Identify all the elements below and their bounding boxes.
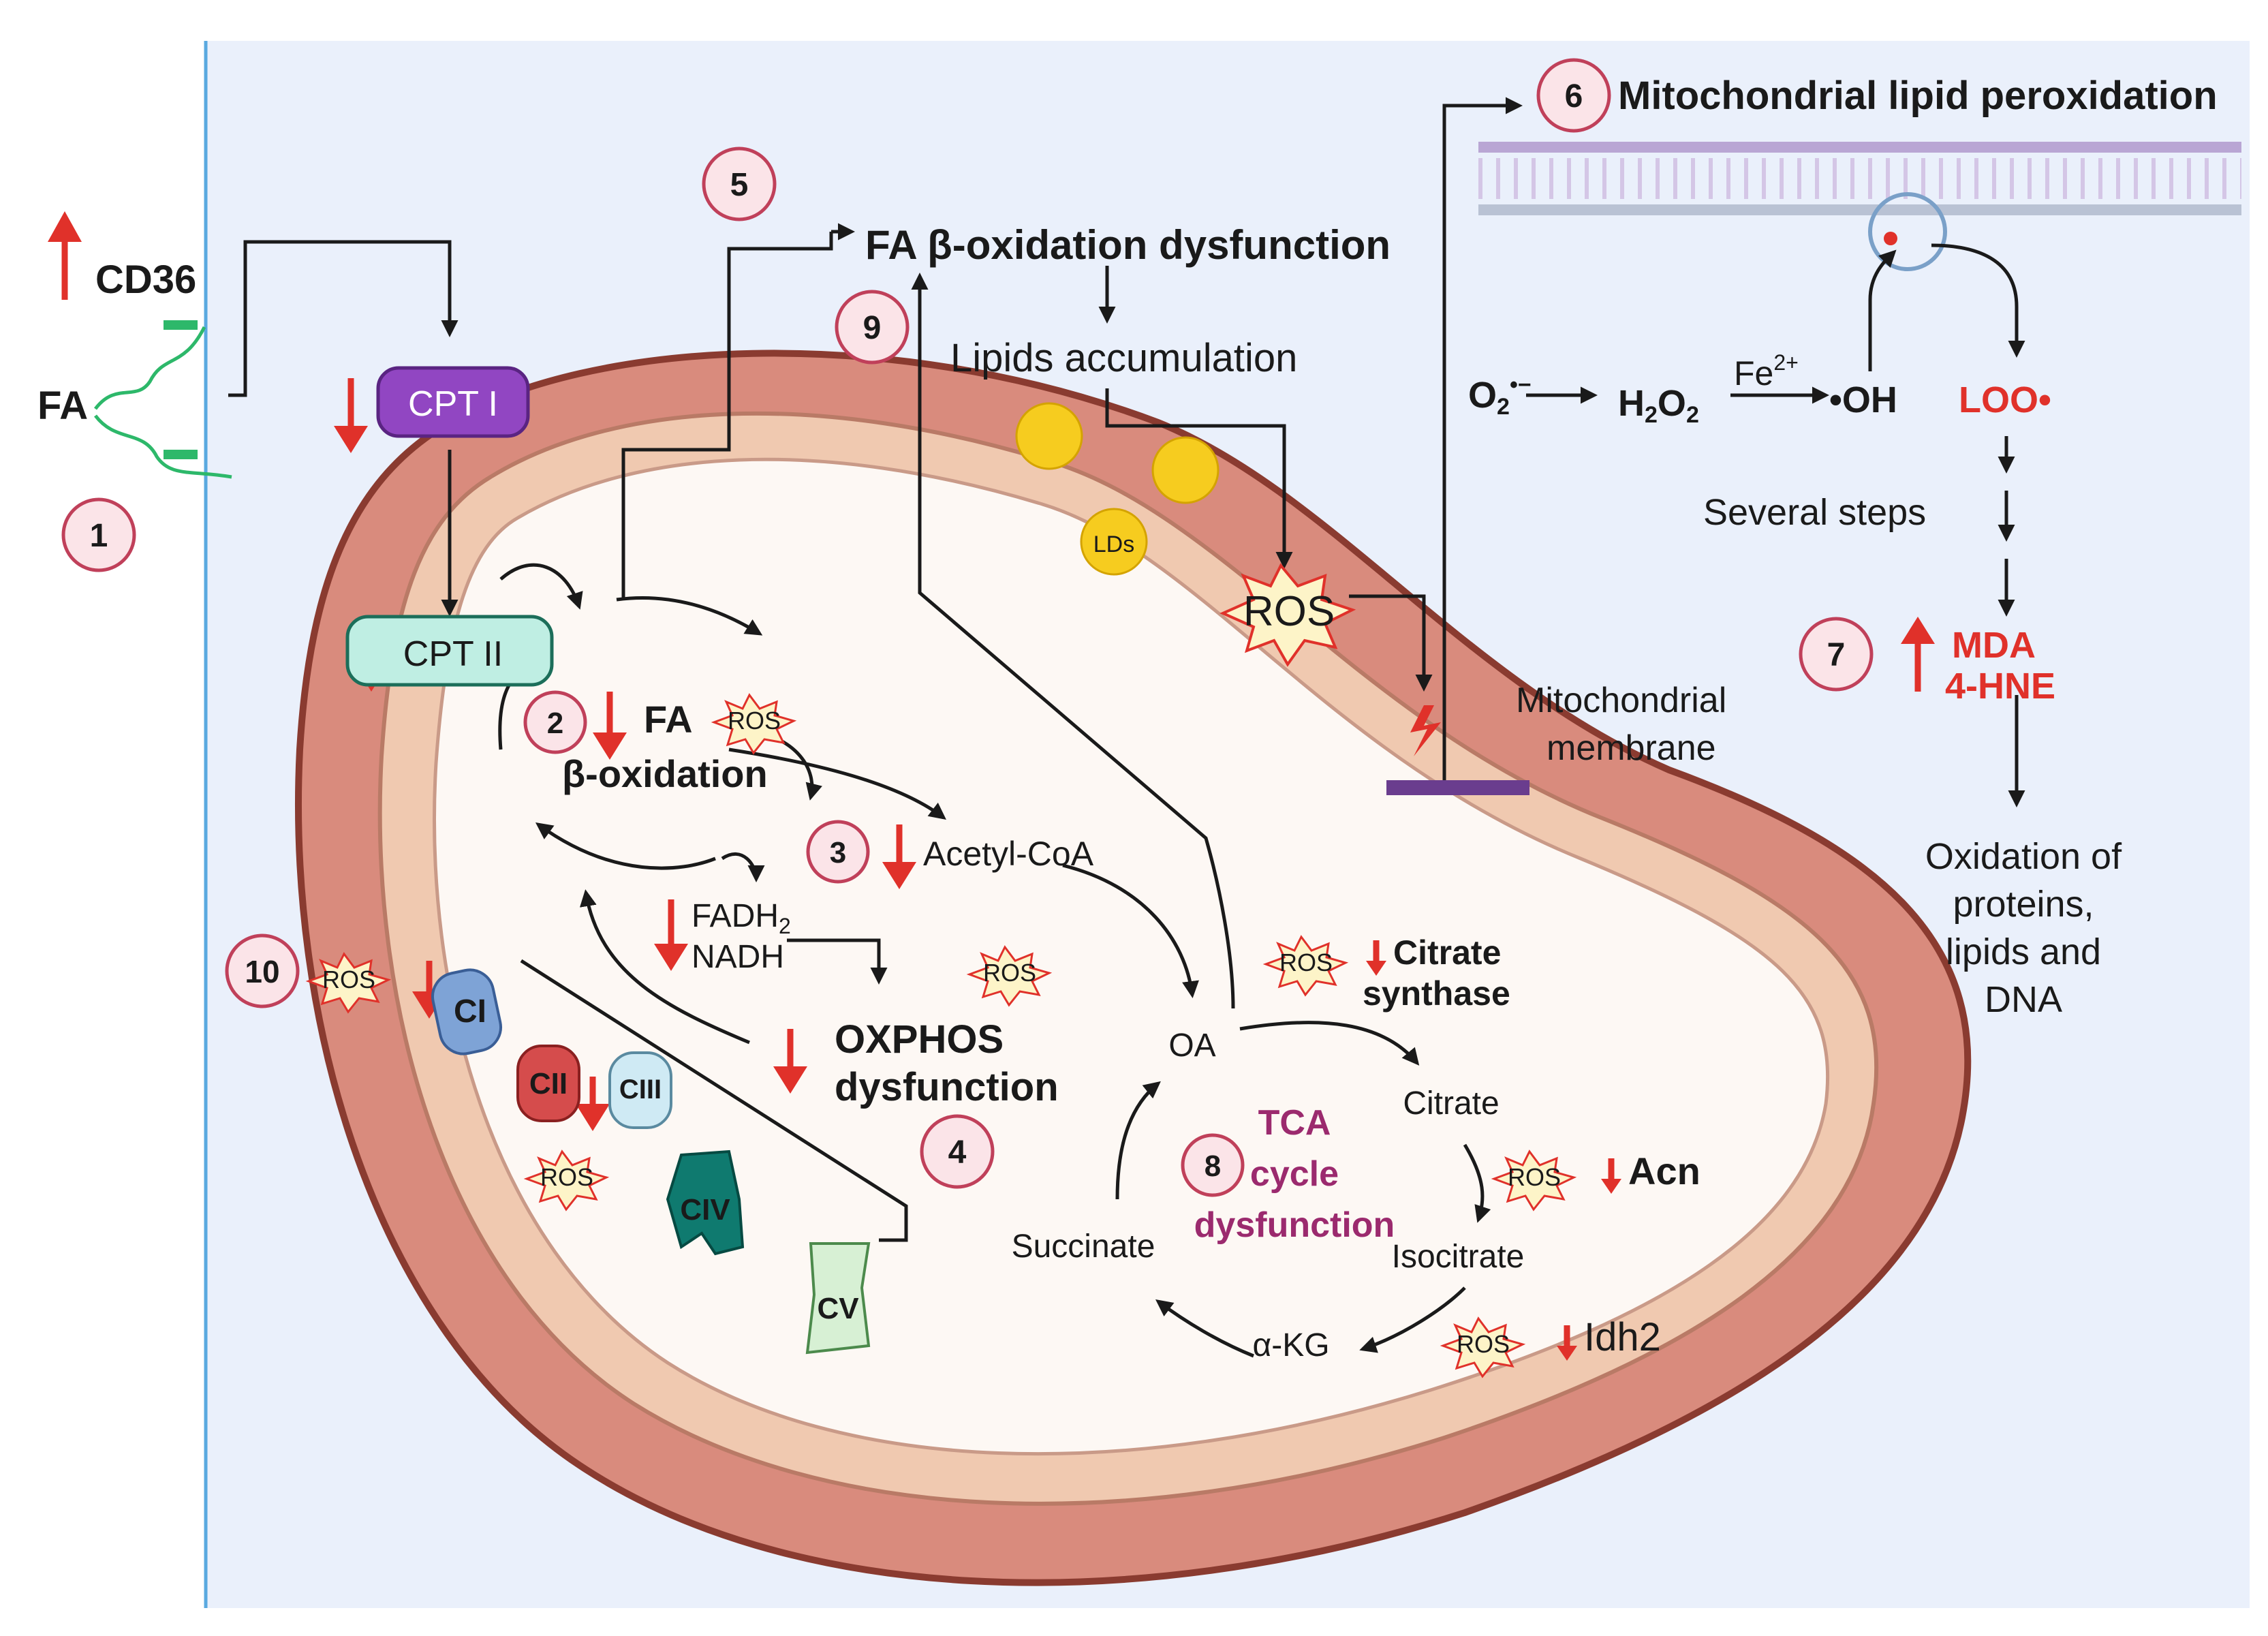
oxidation-label-3: lipids and bbox=[1946, 931, 2101, 972]
step-markers bbox=[61, 58, 1874, 1197]
citrate-label: Citrate bbox=[1403, 1085, 1499, 1122]
fa-label: FA bbox=[37, 384, 88, 428]
step-2: 2 bbox=[547, 707, 563, 740]
oxphos-label: OXPHOS bbox=[835, 1017, 1004, 1062]
loo-radical-label: LOO• bbox=[1959, 380, 2051, 420]
h2o2-label: H2O2 bbox=[1618, 383, 1699, 428]
mito-membrane-label-1: Mitochondrial bbox=[1516, 681, 1726, 720]
lipids-accumulation-label: Lipids accumulation bbox=[950, 336, 1297, 380]
civ-label: CIV bbox=[680, 1193, 730, 1226]
several-steps-label: Several steps bbox=[1703, 492, 1926, 533]
ros-label-citrate: ROS bbox=[1279, 948, 1333, 976]
ciii-label: CIII bbox=[619, 1075, 662, 1105]
cd36-label: CD36 bbox=[95, 258, 196, 302]
ros-label-acn: ROS bbox=[1508, 1163, 1561, 1191]
membrane-lesion bbox=[1386, 780, 1529, 795]
electron-transport-chain: CI CII CIII CIV CV bbox=[431, 968, 871, 1355]
pathway-arrows bbox=[228, 97, 2025, 1358]
beta-oxidation-label: β-oxidation bbox=[562, 752, 768, 795]
hydroxyl-radical-label: •OH bbox=[1829, 380, 1897, 420]
fadh2-label: FADH2 bbox=[692, 898, 791, 938]
lipid-bilayer bbox=[1478, 142, 2241, 271]
isocitrate-label: Isocitrate bbox=[1392, 1239, 1525, 1275]
mda-label: MDA bbox=[1952, 625, 2036, 666]
idh2-label: Idh2 bbox=[1584, 1315, 1661, 1359]
mito-lipid-peroxidation-label: Mitochondrial lipid peroxidation bbox=[1618, 74, 2218, 118]
complex-i bbox=[431, 968, 502, 1055]
ros-label-main: ROS bbox=[1243, 588, 1335, 635]
tca-label-3: dysfunction bbox=[1194, 1205, 1395, 1245]
fatty-acid-chain bbox=[94, 326, 232, 479]
ros-label-ci: ROS bbox=[322, 966, 375, 993]
superoxide-label: O2•− bbox=[1468, 372, 1532, 420]
acetyl-coa-label: Acetyl-CoA bbox=[923, 835, 1094, 873]
4hne-label: 4-HNE bbox=[1945, 666, 2055, 707]
cpt2-label: CPT II bbox=[403, 634, 503, 674]
nadh-label: NADH bbox=[692, 939, 784, 975]
oa-label: OA bbox=[1168, 1028, 1215, 1064]
cpt1-protein bbox=[376, 366, 530, 438]
oxidation-label-4: DNA bbox=[1985, 979, 2062, 1020]
step-8: 8 bbox=[1205, 1149, 1221, 1183]
cv-label: CV bbox=[817, 1292, 859, 1325]
cpt2-protein bbox=[345, 615, 554, 687]
iron-label: Fe2+ bbox=[1734, 350, 1799, 392]
step-9: 9 bbox=[863, 310, 882, 346]
citrate-synthase-label-1: Citrate bbox=[1393, 933, 1501, 972]
complex-v bbox=[805, 1242, 871, 1355]
tca-label-1: TCA bbox=[1258, 1103, 1331, 1143]
tca-label-2: cycle bbox=[1250, 1154, 1339, 1194]
ros-label-idh2: ROS bbox=[1457, 1330, 1510, 1358]
mito-membrane-label-2: membrane bbox=[1547, 728, 1716, 768]
acn-label: Acn bbox=[1628, 1149, 1700, 1192]
step-10: 10 bbox=[245, 954, 279, 989]
complex-iii bbox=[608, 1051, 672, 1129]
step-6: 6 bbox=[1565, 78, 1583, 114]
ros-bursts bbox=[305, 563, 1577, 1378]
ros-label-ciii: ROS bbox=[540, 1163, 593, 1191]
complex-iv bbox=[666, 1149, 745, 1256]
fa-beta-label: FA bbox=[644, 698, 693, 741]
fao-dysfunction-label: FA β-oxidation dysfunction bbox=[865, 222, 1391, 268]
lds-label: LDs bbox=[1093, 531, 1134, 557]
red-regulation-arrows bbox=[48, 211, 1935, 1361]
cpt1-label: CPT I bbox=[408, 384, 498, 424]
step-3: 3 bbox=[830, 836, 846, 869]
oxidation-label-1: Oxidation of bbox=[1925, 836, 2122, 877]
citrate-synthase-label-2: synthase bbox=[1363, 974, 1510, 1013]
cd36-receptor-bottom bbox=[164, 450, 198, 459]
ros-label-fa: ROS bbox=[728, 707, 781, 735]
oxphos-dysfunction-label: dysfunction bbox=[835, 1065, 1059, 1109]
step-5: 5 bbox=[730, 167, 749, 203]
succinate-label: Succinate bbox=[1012, 1229, 1155, 1265]
step-7: 7 bbox=[1827, 637, 1846, 673]
cii-label: CII bbox=[529, 1067, 568, 1100]
step-4: 4 bbox=[948, 1135, 967, 1171]
step-1: 1 bbox=[90, 518, 108, 554]
cd36-receptor-top bbox=[164, 320, 198, 330]
complex-ii bbox=[516, 1045, 580, 1122]
lipid-droplets bbox=[1015, 402, 1220, 576]
oxidation-label-2: proteins, bbox=[1953, 884, 2094, 925]
ci-label: CI bbox=[454, 993, 486, 1030]
ros-label-oxphos: ROS bbox=[983, 959, 1036, 987]
akg-label: α-KG bbox=[1252, 1327, 1329, 1363]
